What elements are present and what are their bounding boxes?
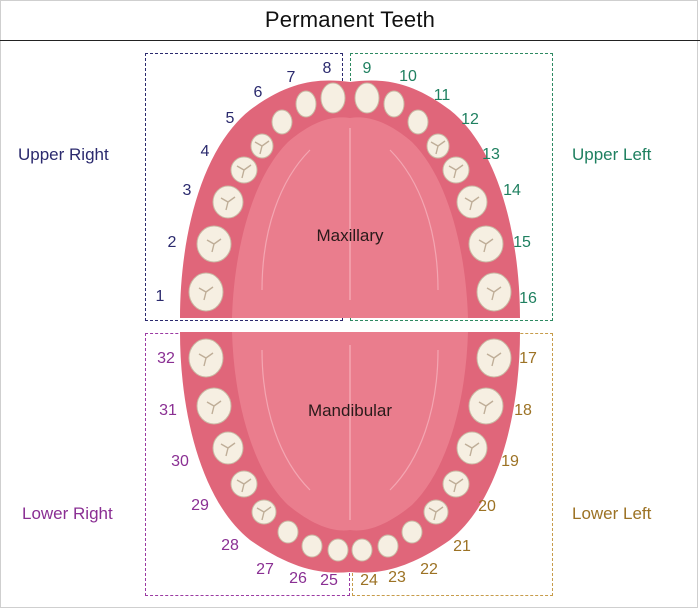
upper-palate-curve-right [389, 149, 439, 291]
teeth [188, 82, 512, 562]
upper-tooth-13-groove [448, 164, 464, 179]
tooth-number-26: 26 [289, 570, 307, 587]
lower-tooth-17-groove [486, 352, 502, 367]
tooth-number-32: 32 [157, 350, 175, 367]
tooth-number-28: 28 [221, 537, 239, 554]
lower-tooth-24 [351, 538, 373, 562]
upper-tooth-14-groove [464, 196, 480, 211]
lower-tooth-21-groove [428, 506, 444, 521]
jaw-label-maxillary: Maxillary [316, 226, 384, 245]
lower-tooth-20-groove [448, 478, 464, 493]
tooth-number-9: 9 [362, 60, 372, 77]
tooth-number-2: 2 [167, 234, 177, 251]
upper-tooth-15-groove [478, 238, 494, 253]
lower-tooth-26 [301, 534, 323, 558]
quadrant-label-lower-right: Lower Right [22, 504, 113, 523]
tooth-number-5: 5 [225, 110, 235, 127]
quadrant-label-lower-left: Lower Left [572, 504, 652, 523]
tooth-number-7: 7 [286, 69, 296, 86]
tooth-number-6: 6 [253, 84, 263, 101]
tooth-number-21: 21 [453, 538, 471, 555]
title-bar: Permanent Teeth [0, 0, 700, 41]
upper-tooth-11 [407, 109, 429, 135]
lower-tooth-18-groove [478, 400, 494, 415]
tooth-number-10: 10 [399, 68, 417, 85]
tooth-number-8: 8 [322, 60, 332, 77]
upper-palate-curve-left [261, 149, 311, 291]
tooth-number-22: 22 [420, 561, 438, 578]
upper-tooth-4-groove [236, 164, 252, 179]
tooth-number-12: 12 [461, 111, 479, 128]
tooth-number-30: 30 [171, 453, 189, 470]
quadrant-label-upper-left: Upper Left [572, 145, 652, 164]
tooth-number-15: 15 [513, 234, 531, 251]
tooth-number-31: 31 [159, 402, 177, 419]
tooth-number-1: 1 [155, 288, 165, 305]
lower-tooth-19-groove [464, 442, 480, 457]
lower-tooth-25 [327, 538, 349, 562]
upper-tooth-16-groove [486, 286, 502, 301]
tooth-number-4: 4 [200, 143, 210, 160]
lower-tooth-28-groove [256, 506, 272, 521]
upper-tooth-9 [354, 82, 380, 114]
tooth-number-13: 13 [482, 146, 500, 163]
lower-tooth-22 [401, 520, 423, 544]
tooth-number-16: 16 [519, 290, 537, 307]
tooth-number-18: 18 [514, 402, 532, 419]
lower-tooth-32-groove [198, 352, 214, 367]
tooth-number-27: 27 [256, 561, 274, 578]
upper-tooth-7 [295, 90, 317, 118]
upper-tooth-12-groove [430, 140, 446, 155]
tooth-number-29: 29 [191, 497, 209, 514]
tooth-number-17: 17 [519, 350, 537, 367]
upper-tooth-2-groove [206, 238, 222, 253]
quadrant-label-upper-right: Upper Right [18, 145, 109, 164]
lower-curve-right [389, 349, 439, 491]
lower-curve-left [261, 349, 311, 491]
diagram-title: Permanent Teeth [264, 7, 436, 32]
upper-tooth-6 [271, 109, 293, 135]
upper-tooth-8 [320, 82, 346, 114]
tooth-number-11: 11 [433, 87, 451, 104]
tooth-number-20: 20 [478, 498, 496, 515]
jaw-label-mandibular: Mandibular [307, 401, 393, 420]
lower-tooth-27 [277, 520, 299, 544]
lower-tooth-23 [377, 534, 399, 558]
tooth-number-3: 3 [182, 182, 192, 199]
upper-tooth-1-groove [198, 286, 214, 301]
tooth-number-24: 24 [360, 572, 378, 589]
upper-tooth-10 [383, 90, 405, 118]
tooth-number-19: 19 [501, 453, 519, 470]
upper-tooth-3-groove [220, 196, 236, 211]
tooth-number-25: 25 [320, 572, 338, 589]
tooth-number-23: 23 [388, 569, 406, 586]
lower-tooth-31-groove [206, 400, 222, 415]
lower-tooth-30-groove [220, 442, 236, 457]
tooth-number-14: 14 [503, 182, 521, 199]
lower-tooth-29-groove [236, 478, 252, 493]
upper-tooth-5-groove [254, 140, 270, 155]
